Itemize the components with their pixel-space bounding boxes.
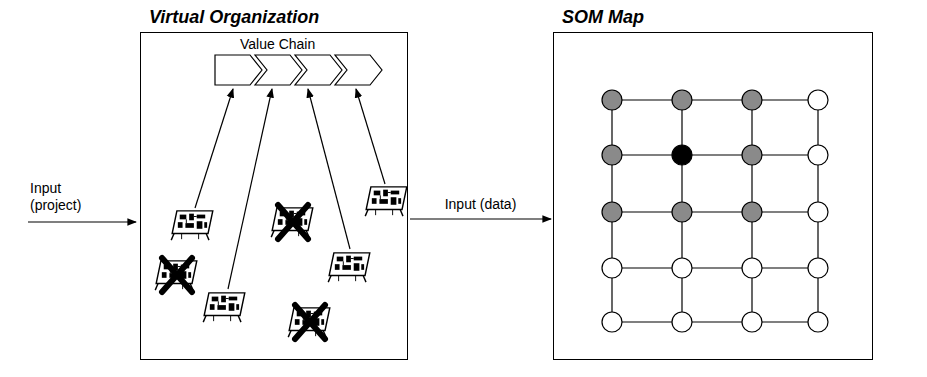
cross-mark	[295, 305, 325, 339]
edge-label: Input (data)	[445, 196, 517, 213]
som-neuron	[602, 202, 622, 222]
firm-arrow	[195, 89, 233, 208]
panel-box: SOM Map	[553, 32, 873, 360]
chain-step	[215, 55, 262, 85]
firms	[155, 187, 407, 337]
firm-icon	[171, 211, 213, 240]
panel-heading: SOM Map	[562, 7, 644, 28]
grid-line	[612, 267, 818, 268]
som-neuron	[602, 312, 622, 332]
firm-icon	[328, 253, 370, 282]
connectors	[410, 219, 551, 220]
som-neuron	[672, 145, 692, 165]
panel-box: Virtual Organization	[140, 32, 408, 360]
som-neuron	[808, 145, 828, 165]
input-label: Input (project)	[30, 180, 100, 214]
firm-icon	[365, 187, 407, 216]
grid-line	[612, 99, 818, 100]
input-arrow	[28, 221, 136, 222]
som-neuron	[808, 90, 828, 110]
firm-icon	[203, 293, 245, 322]
firm-arrow	[356, 89, 385, 184]
som-neuron	[602, 258, 622, 278]
som-neuron	[742, 312, 762, 332]
som-grid	[602, 90, 828, 332]
panel-heading: Virtual Organization	[149, 7, 319, 28]
som-neuron	[672, 258, 692, 278]
grid-line	[612, 211, 818, 212]
firm-arrow	[228, 89, 272, 289]
som-neuron	[808, 258, 828, 278]
som-neuron	[742, 202, 762, 222]
grid-line	[612, 321, 818, 322]
chain-step	[335, 55, 382, 85]
data-arrow	[410, 218, 551, 219]
som-neuron	[602, 145, 622, 165]
value-chain	[215, 55, 382, 85]
cross-mark	[278, 205, 308, 239]
som-neuron	[808, 312, 828, 332]
firm-arrows	[195, 89, 385, 289]
chain-step	[295, 55, 342, 85]
grid-line	[612, 154, 818, 155]
som-neuron	[742, 90, 762, 110]
som-neuron	[742, 145, 762, 165]
som-neuron	[672, 90, 692, 110]
som-neuron	[808, 202, 828, 222]
chain-step	[255, 55, 302, 85]
som-neuron	[742, 258, 762, 278]
firm-arrow	[308, 89, 350, 249]
som-neuron	[672, 202, 692, 222]
chain-label: Value Chain	[240, 36, 315, 53]
cross-mark	[162, 258, 192, 292]
cross-marks	[162, 205, 325, 339]
som-neuron	[672, 312, 692, 332]
som-neuron	[602, 90, 622, 110]
